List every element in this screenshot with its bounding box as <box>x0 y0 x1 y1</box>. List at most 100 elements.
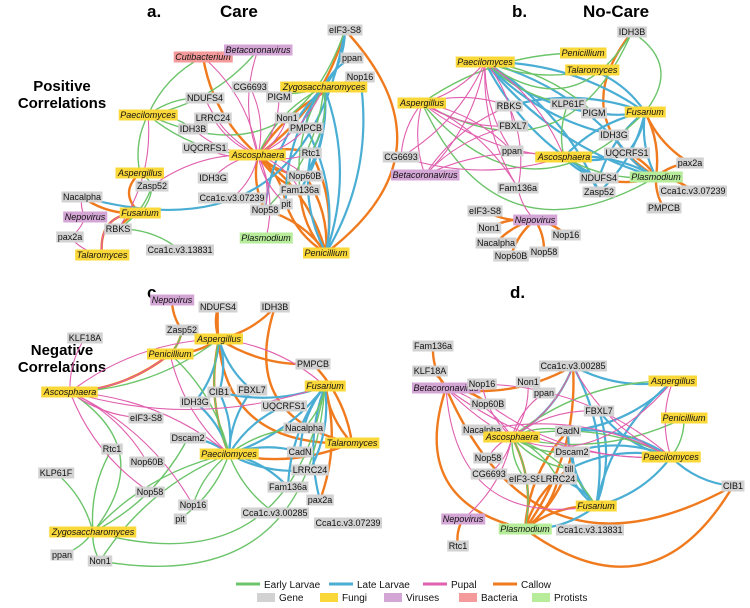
node-background <box>470 398 506 410</box>
node-gene: LRRC24 <box>291 464 329 476</box>
node-viruses: Nepovirus <box>441 513 486 525</box>
node-background <box>475 237 517 249</box>
edge-pupal <box>484 61 519 189</box>
node-background <box>194 112 232 124</box>
node-label: NDUFS4 <box>187 93 223 103</box>
node-background <box>295 358 331 370</box>
edge-callow <box>311 362 354 445</box>
node-label: ppan <box>502 146 522 156</box>
node-background <box>473 452 503 464</box>
node-label: IDH3B <box>262 302 289 312</box>
node-background <box>629 171 683 183</box>
node-label: Paecilomyces <box>643 452 699 462</box>
node-label: Fam136a <box>269 482 307 492</box>
node-label: pax2a <box>308 495 333 505</box>
node-gene: FBXL7 <box>236 384 268 396</box>
node-label: Talaromyces <box>327 438 378 448</box>
node-background <box>617 26 647 38</box>
node-gene: pax2a <box>306 494 334 506</box>
node-label: UQCRFS1 <box>183 143 226 153</box>
node-label: FBXL7 <box>499 121 527 131</box>
node-fungi: Ascosphaera <box>535 151 592 163</box>
node-gene: NDUFS4 <box>198 301 238 313</box>
node-background <box>721 480 745 492</box>
node-label: IDH3B <box>619 27 646 37</box>
edge-early <box>69 391 122 533</box>
node-fungi: Aspergillus <box>194 333 244 345</box>
node-gene: CIB1 <box>721 480 745 492</box>
node-background <box>250 204 280 216</box>
node-background <box>260 301 290 313</box>
node-label: Penicillium <box>561 48 605 58</box>
node-gene: KLF18A <box>412 365 448 377</box>
node-background <box>646 202 682 214</box>
node-fungi: Zygosaccharomyces <box>280 81 368 93</box>
node-fungi: Ascosphaera <box>41 386 98 398</box>
node-label: KLP61F <box>552 99 585 109</box>
node-gene: IDH3B <box>178 123 208 135</box>
edge-late <box>322 85 342 255</box>
node-background <box>641 451 701 463</box>
node-label: Rtc1 <box>449 541 468 551</box>
node-background <box>304 380 346 392</box>
node-label: Dscam2 <box>171 433 204 443</box>
node-gene: FBXL7 <box>497 120 529 132</box>
node-label: CIB1 <box>209 387 229 397</box>
node-gene: IDH3B <box>617 26 647 38</box>
node-gene: Cca1c.v3.13831 <box>145 244 215 256</box>
node-background <box>493 250 529 262</box>
edge-pupal <box>445 387 597 510</box>
edge-early <box>91 448 113 533</box>
node-label: FBXL7 <box>238 385 266 395</box>
node-label: Talaromyces <box>77 250 128 260</box>
node-label: Aspergillus <box>196 334 242 344</box>
node-gene: pit <box>173 513 187 525</box>
node-gene: Cca1c.v3.07239 <box>658 185 728 197</box>
negative-label-line2: Correlations <box>18 359 106 376</box>
legend-stage-label: Pupal <box>451 580 477 591</box>
node-gene: eIF3-S8 <box>327 24 363 36</box>
node-gene: Zasp52 <box>165 324 199 336</box>
panel-a-title: Care <box>220 2 258 21</box>
edge-late <box>571 364 601 508</box>
node-fungi: Fusarium <box>119 207 161 219</box>
node-label: Nepovirus <box>65 212 106 222</box>
node-gene: FBXL7 <box>583 405 615 417</box>
node-gene: Rtc1 <box>101 443 123 455</box>
edge-callow <box>265 305 354 445</box>
node-background <box>41 386 98 398</box>
node-background <box>340 52 364 64</box>
node-label: RBKS <box>497 101 522 111</box>
node-background <box>165 324 199 336</box>
node-fungi: Penicillium <box>302 247 350 259</box>
legend-stage-label: Late Larvae <box>357 580 410 591</box>
node-gene: NDUFS4 <box>579 172 619 184</box>
edge-callow <box>643 110 692 165</box>
node-gene: IDH3G <box>179 396 211 408</box>
node-label: Nop60B <box>472 399 505 409</box>
node-label: PIGM <box>267 92 290 102</box>
node-background <box>382 151 420 163</box>
node-background <box>539 473 577 485</box>
edge-pupal <box>484 61 565 158</box>
node-background <box>476 222 502 234</box>
node-background <box>135 180 169 192</box>
node-background <box>470 468 508 480</box>
node-label: Paecilomyces <box>201 449 257 459</box>
node-background <box>267 481 309 493</box>
node-gene: NDUFS4 <box>185 92 225 104</box>
node-gene: CG6693 <box>470 468 508 480</box>
node-background <box>87 555 113 567</box>
node-gene: PMPCB <box>288 122 324 134</box>
node-background <box>229 149 286 161</box>
node-label: Nop58 <box>252 205 279 215</box>
node-gene: ppan <box>340 52 364 64</box>
legend-type-label: Gene <box>279 593 304 604</box>
node-fungi: Aspergillus <box>115 167 165 179</box>
node-fungi: Ascosphaera <box>229 149 286 161</box>
node-label: eIF3-S8 <box>469 206 501 216</box>
node-background <box>467 205 503 217</box>
